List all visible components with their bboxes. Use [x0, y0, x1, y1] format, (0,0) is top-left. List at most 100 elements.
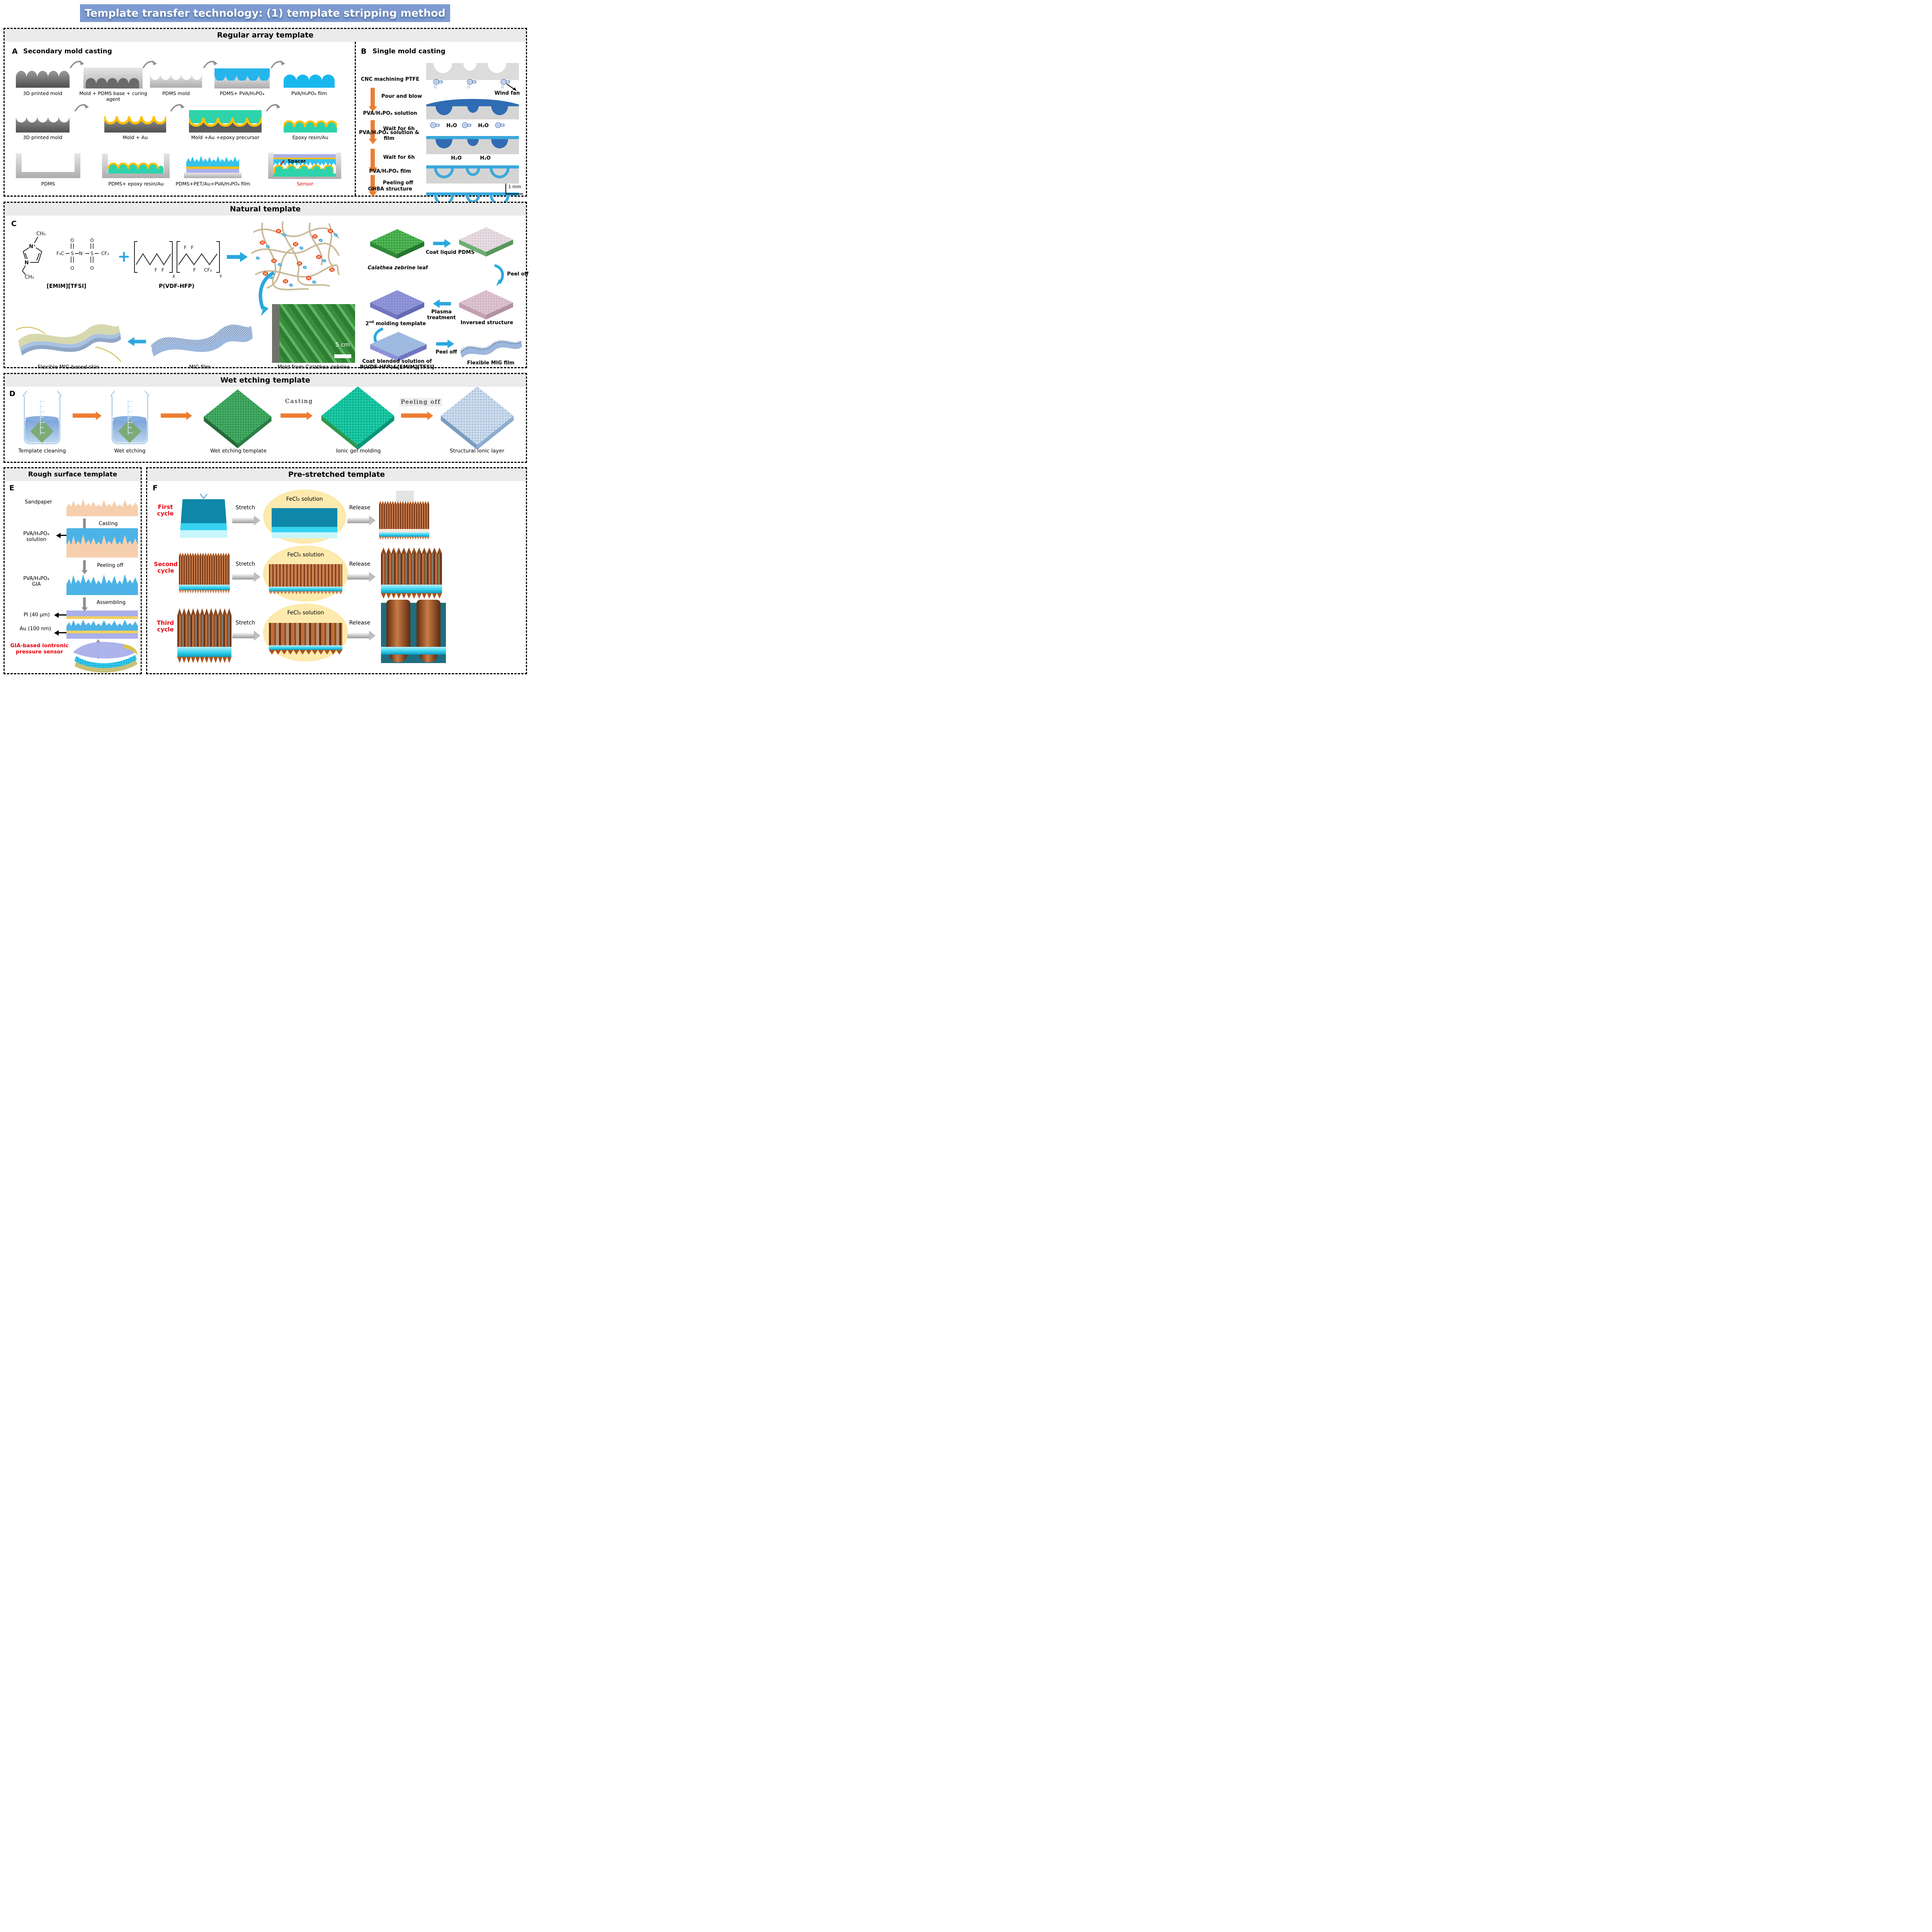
panel-natural: Natural template C N⁺ CH₃ N CH₃ F₃C S N⁻… — [3, 202, 529, 370]
pdms-epoxy-tray-icon — [102, 153, 170, 178]
stretch-label: Stretch — [235, 505, 255, 511]
windfan-label: Wind fan — [494, 90, 520, 96]
h2o-label: H₂O — [480, 155, 491, 161]
atom-label: S — [90, 251, 94, 256]
panel-a-b-divider — [355, 42, 356, 196]
wet-etching-header: Wet etching template — [5, 374, 526, 387]
pi-bar-2 — [66, 633, 138, 639]
panel-pre-stretched: Pre-stretched template F First cycle Str… — [146, 467, 527, 674]
h2o-label: H₂O — [451, 155, 462, 161]
fringe-bottom-icon — [381, 593, 442, 599]
blue-right-arrow-icon — [433, 239, 451, 248]
au-bar — [66, 616, 138, 619]
cation-icon — [293, 242, 298, 247]
cycle-label: Second cycle — [150, 561, 181, 575]
panel-b-title: Single mold casting — [372, 48, 446, 55]
inversed-label: Inversed structure — [460, 320, 514, 326]
cation-icon — [271, 259, 277, 263]
atom-label: F — [162, 267, 164, 273]
inversed-structure-slab-icon — [459, 290, 513, 320]
mig-film-icon — [151, 325, 253, 357]
anion-icon — [256, 257, 260, 260]
orange-down-arrow — [371, 175, 375, 191]
orange-down-arrow — [371, 88, 375, 106]
calathea-leaf-slab-icon — [370, 229, 424, 259]
curved-arrow-icon — [74, 104, 89, 112]
cation-icon — [260, 240, 265, 245]
grey-down-arrow — [83, 560, 86, 570]
mig-skin-label: Flexible MIG-based skin — [37, 364, 99, 370]
fringe-bottom-icon — [269, 591, 342, 594]
fringe-top-icon — [179, 553, 230, 556]
atom-label: F — [155, 267, 157, 273]
second-molding-num: 2 — [365, 321, 369, 327]
spacer-label: Spacer — [287, 158, 306, 164]
blue-right-arrow-icon — [227, 252, 248, 262]
sensor-stack-icon — [268, 153, 341, 179]
hair-dryer-icon — [433, 79, 443, 89]
atom-label: O — [70, 265, 74, 271]
atom-label: F — [184, 245, 187, 250]
casting-stack-icon — [66, 528, 138, 558]
peeling-off-label: Peeling off — [400, 398, 442, 406]
release-label: Release — [349, 505, 371, 511]
wet-step-label: Template cleaning — [18, 448, 66, 454]
cation-icon — [276, 229, 281, 233]
peel-off-label-1: Peel off — [507, 271, 529, 277]
mold-pdms-base-icon — [83, 68, 143, 88]
gia-sensor-line2: pressure sensor — [15, 648, 63, 655]
fringe-bottom-icon — [269, 650, 342, 655]
wrinkle-tab — [396, 491, 414, 502]
pi-label: PI (40 μm) — [24, 612, 50, 618]
anion-icon — [278, 263, 282, 266]
orange-down-arrow — [371, 120, 375, 139]
panel-regular-array: Regular array template A Secondary mold … — [3, 28, 527, 206]
ridge-top-icon — [381, 548, 442, 554]
leaf-coated-slab-icon — [459, 227, 513, 257]
pdms-tray-icon — [16, 153, 80, 178]
printed-mold-cavity-icon — [16, 116, 70, 133]
pdms-pet-au-pva-icon — [184, 156, 242, 178]
curved-arrow-icon — [270, 60, 285, 68]
hair-dryer-icon — [500, 79, 510, 89]
grey-right-arrow — [232, 518, 254, 523]
grey-right-arrow — [232, 633, 254, 638]
emim-label: [EMIM][TFSI] — [46, 283, 87, 289]
plasma-label-line2: treatment — [427, 315, 456, 321]
cation-icon — [306, 276, 311, 281]
photo-label-prefix: Mold from — [277, 364, 306, 370]
cycle-line2: cycle — [157, 626, 174, 633]
release-label: Release — [349, 620, 371, 626]
plasma-label: Plasma treatment — [421, 309, 462, 321]
coat-blended-line1: Coat blended solution of — [362, 359, 432, 364]
fringe-bottom-icon — [379, 537, 429, 540]
pva-film-mold-icon — [426, 165, 519, 184]
gia-sensor-line1: GIA-based iontronic — [10, 643, 69, 649]
anion-icon — [282, 233, 286, 236]
coat-pdms-label: Coat liquid PDMS — [425, 250, 475, 255]
atom-label: CH₃ — [25, 274, 34, 280]
b-arrow1-label: Pour and blow — [381, 94, 422, 99]
row1-label: PVA/H₃PO₄ film — [291, 90, 327, 96]
pva-solution-film-icon — [426, 136, 519, 154]
plasma-label-line1: Plasma — [431, 309, 452, 315]
cation-icon — [263, 271, 268, 276]
rough-surface-header: Rough surface template — [5, 468, 141, 481]
pi-bar — [66, 611, 138, 616]
stretch-label: Stretch — [235, 561, 255, 567]
row1-label: 3D printed mold — [23, 90, 63, 96]
peeling-label-e: Peeling off — [97, 563, 124, 568]
black-left-arrow — [59, 632, 67, 633]
mig-film-label: MIG film — [189, 364, 211, 370]
cation-icon — [316, 255, 321, 259]
wrinkled-block-1 — [379, 501, 429, 540]
b-step5-label: GHBA structure — [368, 186, 412, 192]
wet-step-label: Structural ionic layer — [449, 448, 504, 454]
structural-ionic-diamond-icon — [440, 386, 514, 450]
tfsi-structure-icon: F₃C S N⁻ S CF₃ O O O O — [56, 238, 109, 271]
fecl3-label: FeCl₃ solution — [286, 496, 323, 502]
row2-label: 3D printed mold — [23, 134, 63, 140]
pdms-block-stretched — [272, 508, 337, 538]
panel-d-letter: D — [9, 389, 15, 398]
second-molding-slab-icon — [370, 290, 424, 320]
